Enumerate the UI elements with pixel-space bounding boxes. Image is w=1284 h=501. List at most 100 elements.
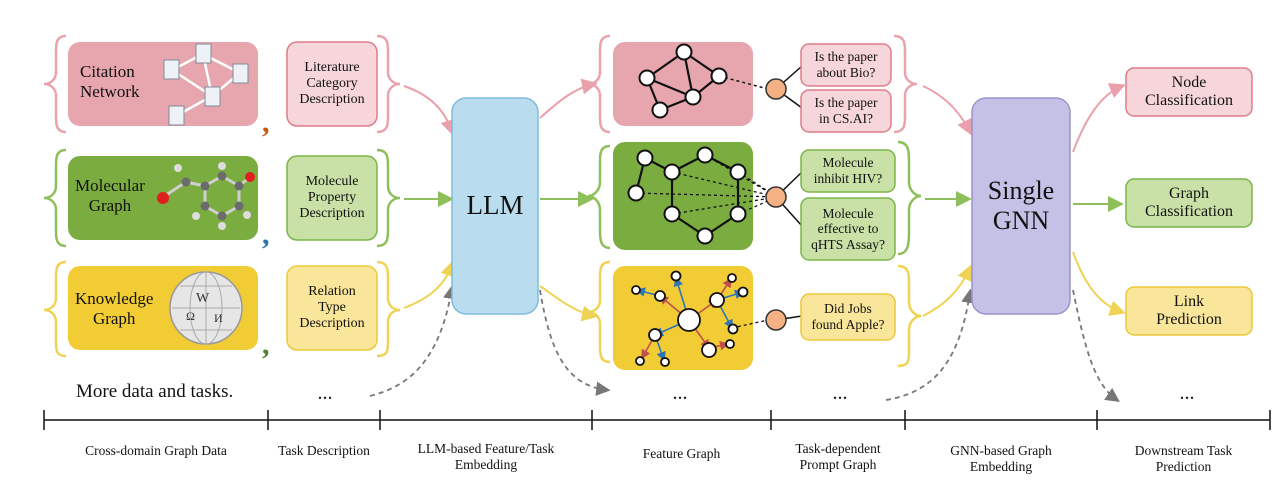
prompt-box-jobs: [800, 293, 896, 341]
output-link-prediction: [1125, 286, 1253, 336]
text-line: Type: [318, 299, 346, 315]
ellipsis-feature: ...: [672, 382, 688, 404]
text-line: Prediction: [1155, 458, 1212, 474]
prompt-text-csai: Is the paper in CS.AI?: [801, 90, 891, 132]
text-line: Task Description: [278, 443, 370, 458]
text-line: Single: [987, 176, 1055, 206]
text-line: found Apple?: [811, 317, 885, 332]
arrow-gnn-to-more: [1072, 289, 1120, 403]
stage-label-llm: LLM-based Feature/Task Embedding: [380, 441, 592, 472]
prompt-text-jobs: Did Jobs found Apple?: [801, 294, 895, 340]
llm-label: LLM: [466, 190, 524, 221]
text-line: Graph: [1169, 184, 1209, 202]
text-line: LLM-based Feature/Task: [417, 441, 555, 456]
literature-description-text: Literature Category Description: [287, 42, 377, 126]
molecule-icon: [157, 162, 255, 230]
text-line: Prompt Graph: [799, 456, 877, 472]
relation-description-text: Relation Type Description: [287, 266, 377, 350]
text-line: Link: [1173, 292, 1205, 310]
prompt-node-yellow: [765, 309, 787, 331]
label-line: Molecular: [75, 176, 145, 195]
document-network-icon: [163, 43, 249, 126]
prompt-node-green: [765, 186, 787, 208]
text-line: in CS.AI?: [819, 111, 873, 126]
bracket-prompt-yellow: [897, 264, 922, 368]
text-line: Molecule: [822, 205, 874, 221]
stage-label-prompt: Task-dependent Prompt Graph: [771, 441, 905, 472]
text-line: Is the paper: [814, 95, 878, 111]
text-line: Prediction: [1156, 311, 1222, 328]
ellipsis-task: ...: [317, 382, 333, 404]
text-line: Classification: [1145, 203, 1233, 220]
stage-axis: [43, 410, 1271, 430]
stage-label-prediction: Downstream Task Prediction: [1097, 443, 1270, 474]
molecular-graph-label: Molecular Graph: [75, 176, 145, 217]
svg-text:И: И: [214, 311, 223, 325]
citation-network-label: Citation Network: [80, 62, 139, 103]
output-node-classification: [1125, 67, 1253, 117]
text-line: inhibit HIV?: [813, 171, 883, 186]
bracket-molecule-right: [376, 148, 401, 248]
bracket-molecular: [43, 148, 67, 248]
text-line: Feature Graph: [642, 446, 721, 461]
svg-text:Ω: Ω: [186, 309, 195, 323]
text-line: Embedding: [454, 456, 518, 472]
arrow-pink-to-llm: [403, 85, 456, 136]
text-line: Downstream Task: [1134, 443, 1233, 458]
ellipsis-output: ...: [1179, 382, 1195, 404]
literature-description-box: [286, 41, 378, 127]
arrow-yellow-to-gnn: [922, 264, 973, 317]
text-line: GNN: [992, 206, 1050, 235]
text-line: Molecule: [822, 155, 874, 171]
text-line: Literature: [304, 59, 360, 75]
label-line: Graph: [88, 196, 132, 216]
bracket-feature-pink: [587, 34, 611, 134]
arrow-gnn-to-link: [1072, 251, 1126, 316]
output-graph-classification: [1125, 178, 1253, 228]
stage-label-data: Cross-domain Graph Data: [44, 443, 268, 459]
bracket-prompt-pink: [893, 34, 918, 134]
molecule-description-box: [286, 155, 378, 241]
stage-label-feature: Feature Graph: [592, 446, 771, 462]
prompt-box-csai: [800, 89, 892, 133]
prompt-box-bio: [800, 43, 892, 87]
knowledge-graph-label: Knowledge Graph: [75, 289, 153, 330]
bracket-feature-yellow: [587, 260, 611, 364]
text-line: Cross-domain Graph Data: [85, 443, 227, 458]
knowledge-feature-graph: [631, 270, 769, 367]
text-line: effective to: [817, 221, 879, 237]
text-line: about Bio?: [816, 65, 876, 80]
arrow-llm-to-pink: [539, 78, 598, 119]
prompt-text-qhts: Molecule effective to qHTS Assay?: [801, 198, 895, 260]
bracket-knowledge: [43, 260, 67, 358]
comma-mark-knowledge: ,: [262, 328, 270, 361]
label-line: Graph: [92, 309, 136, 329]
prompt-text-bio: Is the paper about Bio?: [801, 44, 891, 86]
link-prediction-text: Link Prediction: [1126, 287, 1252, 335]
gnn-block: [971, 97, 1071, 315]
citation-feature-graph: [638, 43, 769, 119]
text-line: Did Jobs: [824, 301, 872, 317]
comma-mark-citation: ,: [262, 106, 270, 139]
text-line: Relation: [308, 283, 356, 299]
text-line: GNN-based Graph: [950, 443, 1052, 458]
prompt-text-hiv: Molecule inhibit HIV?: [801, 150, 895, 192]
text-line: Node: [1171, 73, 1207, 91]
stage-label-gnn: GNN-based Graph Embedding: [905, 443, 1097, 474]
arrow-llm-to-more: [539, 289, 611, 396]
graph-classification-text: Graph Classification: [1126, 179, 1252, 227]
bracket-relation-right: [376, 260, 401, 358]
text-line: Description: [299, 92, 365, 108]
llm-block: [451, 97, 539, 315]
relation-description-box: [286, 265, 378, 351]
text-line: Property: [307, 189, 357, 205]
text-line: Description: [299, 206, 365, 222]
label-line: Knowledge: [75, 289, 154, 308]
molecule-description-text: Molecule Property Description: [287, 156, 377, 240]
bracket-literature-right: [376, 34, 401, 134]
prompt-box-hiv: [800, 149, 896, 193]
arrow-llm-to-yellow: [539, 285, 598, 322]
text-line: qHTS Assay?: [811, 236, 885, 252]
label-line: Citation: [80, 62, 135, 81]
